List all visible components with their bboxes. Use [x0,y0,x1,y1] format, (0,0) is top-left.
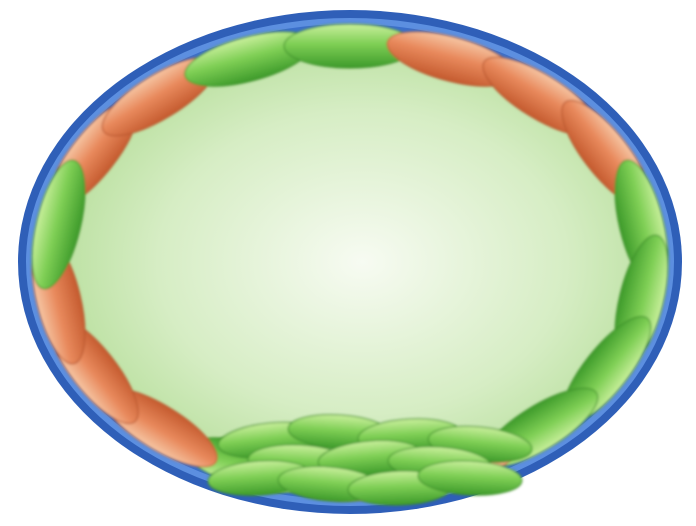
cell-illustration [0,0,696,526]
cell-svg [0,0,696,526]
